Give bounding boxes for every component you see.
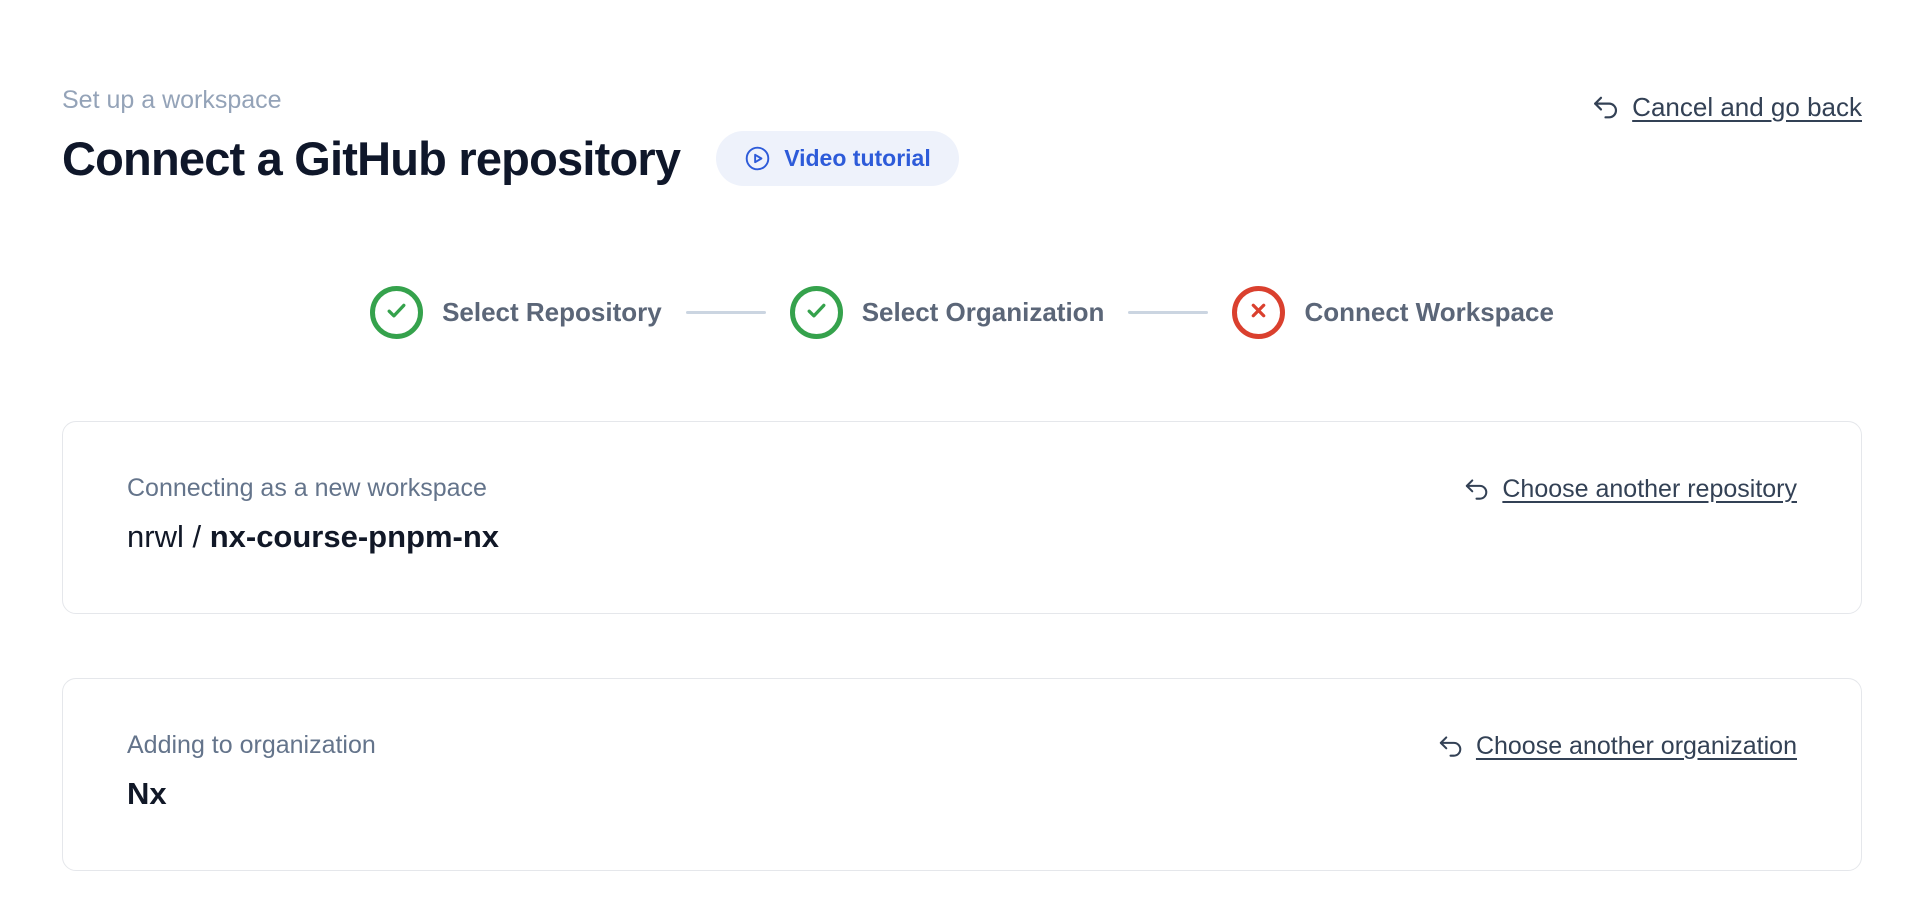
setup-stepper: Select Repository Select Organization	[62, 286, 1862, 339]
step-connector	[685, 311, 766, 314]
repository-name-bold: nx-course-pnpm-nx	[209, 519, 500, 554]
organization-card: Adding to organization Nx Choose another…	[62, 678, 1862, 871]
step-select-organization: Select Organization	[789, 286, 1105, 339]
cancel-and-go-back-link[interactable]: Cancel and go back	[1590, 92, 1862, 123]
organization-card-label: Adding to organization	[127, 731, 376, 759]
x-icon	[1246, 298, 1271, 328]
page-header: Set up a workspace Connect a GitHub repo…	[62, 86, 1862, 186]
choose-repository-label: Choose another repository	[1502, 475, 1797, 503]
eyebrow: Set up a workspace	[62, 86, 282, 114]
check-icon	[803, 297, 830, 329]
undo-icon	[1436, 732, 1465, 761]
step-connector	[1128, 311, 1209, 314]
step-circle	[789, 286, 843, 339]
step-circle	[370, 286, 424, 339]
organization-card-info: Adding to organization Nx	[127, 731, 376, 812]
play-circle-icon	[744, 145, 771, 172]
page-title: Connect a GitHub repository	[62, 132, 681, 185]
step-label: Select Repository	[442, 297, 662, 327]
setup-workspace-page: Set up a workspace Connect a GitHub repo…	[62, 86, 1862, 871]
repository-card: Connecting as a new workspace nrwl / nx-…	[62, 421, 1862, 614]
repository-card-label: Connecting as a new workspace	[127, 474, 487, 502]
step-select-repository: Select Repository	[370, 286, 662, 339]
undo-icon	[1590, 92, 1621, 123]
cancel-link-label: Cancel and go back	[1632, 92, 1862, 122]
video-tutorial-button[interactable]: Video tutorial	[716, 131, 959, 186]
step-label: Connect Workspace	[1304, 297, 1554, 327]
choose-another-repository-link[interactable]: Choose another repository	[1462, 475, 1797, 504]
repository-name: nrwl / nx-course-pnpm-nx	[127, 519, 499, 555]
step-circle	[1232, 286, 1286, 339]
video-tutorial-label: Video tutorial	[784, 145, 931, 171]
step-connect-workspace: Connect Workspace	[1232, 286, 1554, 339]
undo-icon	[1462, 475, 1491, 504]
title-row: Connect a GitHub repository Video tutori…	[62, 131, 959, 186]
repository-owner: nrwl /	[127, 519, 210, 554]
choose-another-organization-link[interactable]: Choose another organization	[1436, 732, 1797, 761]
choose-organization-label: Choose another organization	[1475, 732, 1797, 760]
organization-name: Nx	[127, 776, 376, 812]
header-left: Set up a workspace Connect a GitHub repo…	[62, 86, 959, 186]
check-icon	[383, 297, 410, 329]
repository-card-info: Connecting as a new workspace nrwl / nx-…	[127, 474, 499, 555]
step-label: Select Organization	[861, 297, 1105, 327]
organization-name-bold: Nx	[127, 776, 167, 811]
